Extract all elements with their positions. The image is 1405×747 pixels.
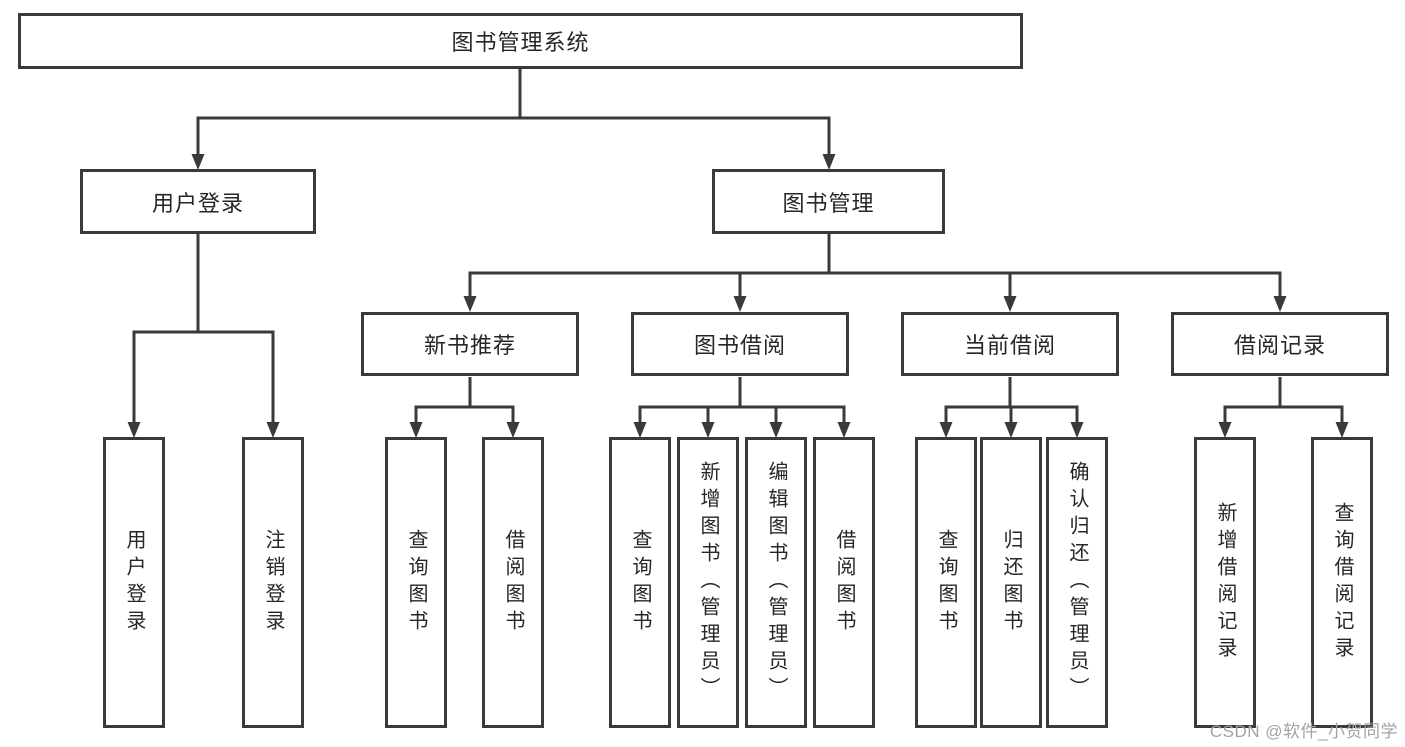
connector-root-to-level2 [191,69,836,170]
leaf-edit-books-admin: 编辑图书（管理员） [745,437,807,728]
leaf-query-books-recommend: 查询图书 [385,437,447,728]
leaf-logout: 注销登录 [242,437,304,728]
node-new-book-recommendation: 新书推荐 [361,312,579,376]
leaf-add-borrow-record: 新增借阅记录 [1194,437,1256,728]
connector-borrow-records-to-leaves [1218,377,1349,438]
node-current-borrowing: 当前借阅 [901,312,1119,376]
node-book-management: 图书管理 [712,169,945,234]
node-user-login: 用户登录 [80,169,316,234]
connector-current-borrow-to-leaves [939,377,1084,438]
leaf-query-books-borrow: 查询图书 [609,437,671,728]
leaf-borrow-books: 借阅图书 [813,437,875,728]
connector-user-login-to-leaves [127,234,280,438]
leaf-add-books-admin: 新增图书（管理员） [677,437,739,728]
connector-new-book-rec-to-leaves [409,377,520,438]
connector-book-borrow-to-leaves [633,377,851,438]
node-book-borrowing: 图书借阅 [631,312,849,376]
leaf-user-login: 用户登录 [103,437,165,728]
connector-book-management-to-level3 [463,234,1287,312]
leaf-borrow-books-recommend: 借阅图书 [482,437,544,728]
csdn-watermark: CSDN @软件_小贺同学 [1209,722,1398,741]
leaf-query-borrow-record: 查询借阅记录 [1311,437,1373,728]
node-library-management-system: 图书管理系统 [18,13,1023,69]
node-borrowing-records: 借阅记录 [1171,312,1389,376]
leaf-confirm-return-admin: 确认归还（管理员） [1046,437,1108,728]
leaf-return-books: 归还图书 [980,437,1042,728]
leaf-query-books-current: 查询图书 [915,437,977,728]
